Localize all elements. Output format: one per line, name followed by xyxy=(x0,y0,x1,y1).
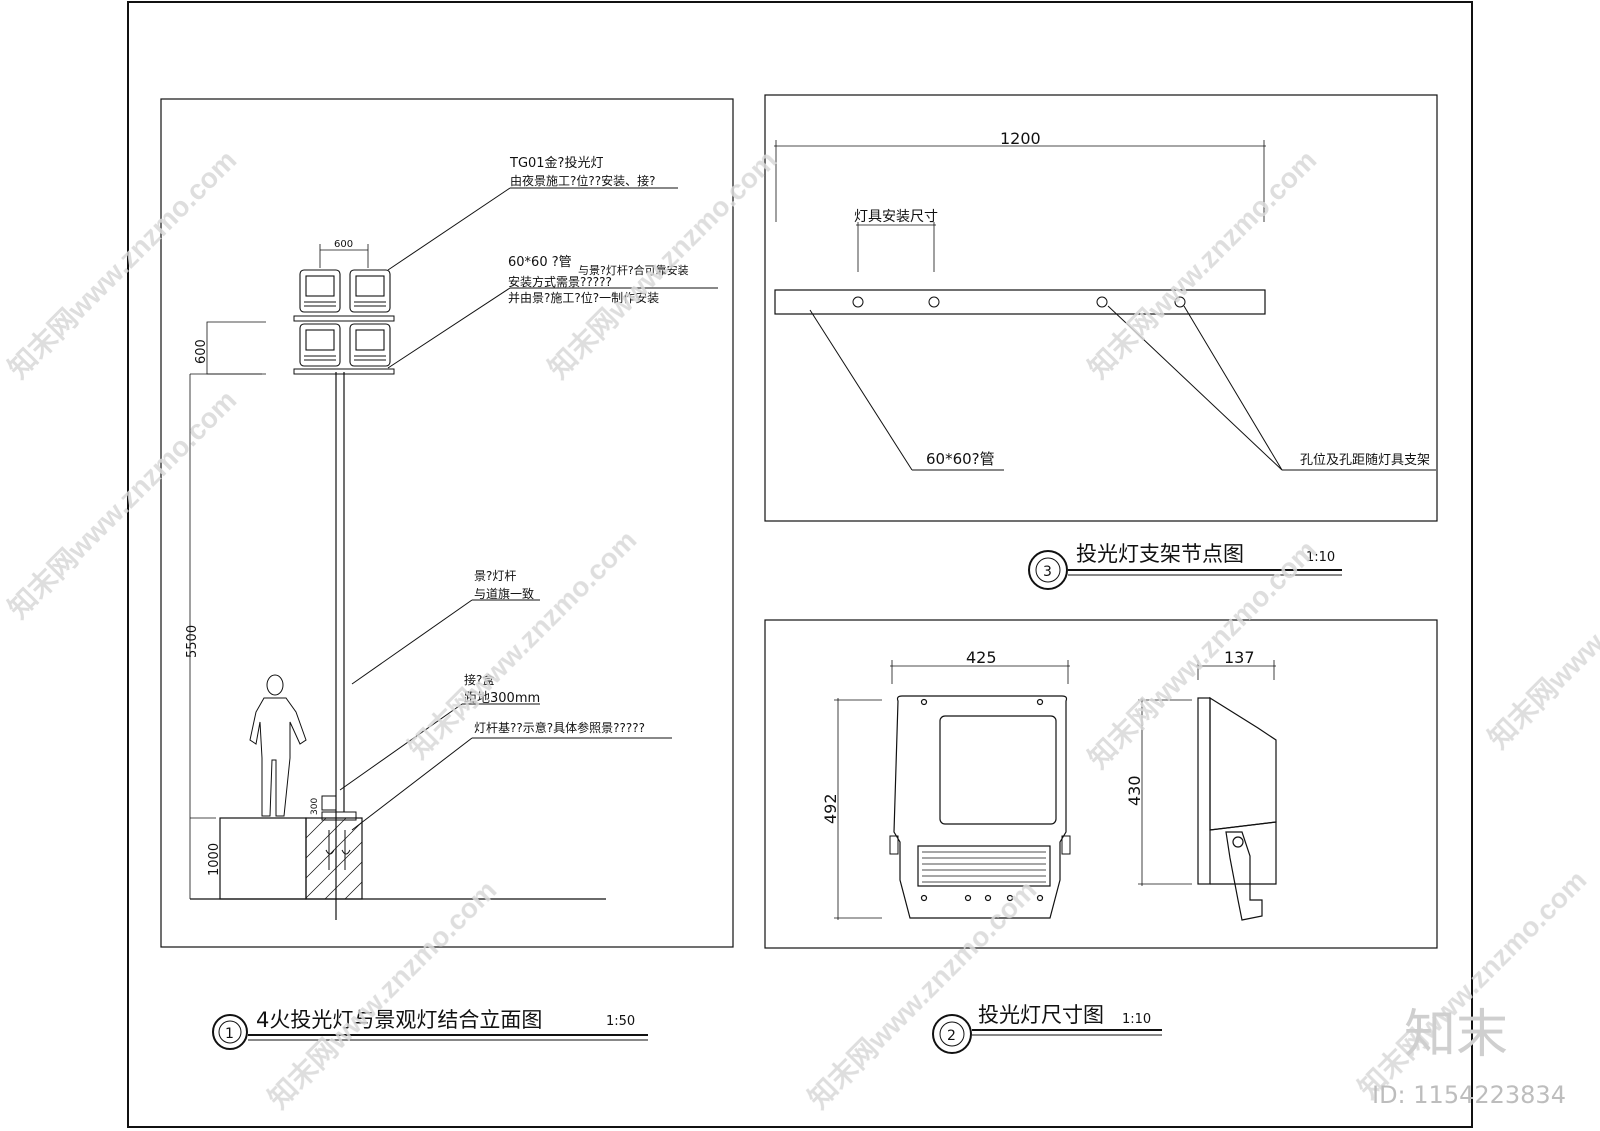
label-holes: 孔位及孔距随灯具支架 xyxy=(1300,453,1430,468)
dim-5500: 5500 xyxy=(185,625,200,658)
panel-3-title: 投光灯支架节点图 xyxy=(1076,542,1244,566)
panel-2-number: 2 xyxy=(947,1028,956,1044)
dim-425: 425 xyxy=(966,648,997,667)
panel-3-scale: 1:10 xyxy=(1306,550,1335,565)
panel-3-frame xyxy=(764,94,1438,522)
watermark-logo: 知末 xyxy=(1404,1005,1508,1065)
panel-1-frame xyxy=(160,98,734,948)
note-fixture-1: TG01金?投光灯 xyxy=(509,155,603,171)
note-box-1: 接?盒 xyxy=(464,672,494,687)
panel-2-title: 投光灯尺寸图 xyxy=(978,1003,1104,1027)
panel-2-floodlight-dimensions: 425 492 137 430 xyxy=(764,619,1438,1054)
human-figure xyxy=(249,674,307,817)
panel-3-bracket-node: 1200 灯具安装尺寸 60*60?管 孔位及孔距随灯具支架 xyxy=(764,94,1438,590)
watermark-layer: 知末网www.znzmo.com 知末网www.znzmo.com 知末网www… xyxy=(2,143,1600,1114)
note-fixture-2: 由夜景施工?位??安装、接? xyxy=(510,173,655,188)
sheet-border xyxy=(127,1,1473,1128)
note-pole-1: 景?灯杆 xyxy=(474,569,516,583)
dim-1000: 1000 xyxy=(207,843,222,876)
panel-2-frame xyxy=(764,619,1438,949)
panel-2-scale: 1:10 xyxy=(1122,1012,1151,1027)
watermark-text: 知末网www.znzmo.com xyxy=(262,873,503,1114)
dim-430: 430 xyxy=(1125,775,1144,806)
note-base: 灯杆基??示意?具体参照景????? xyxy=(474,720,645,735)
watermark-text: 知末网www.znzmo.com xyxy=(1082,143,1323,384)
note-pipe-2: 安装方式需景????? xyxy=(508,274,612,289)
watermark-id: ID: 1154223834 xyxy=(1372,1081,1566,1109)
dim-300: 300 xyxy=(310,798,320,815)
panel-3-number: 3 xyxy=(1043,564,1052,580)
panel-1-elevation: 600 600 5500 1000 300 xyxy=(160,98,734,1050)
dim-492: 492 xyxy=(821,793,840,824)
note-box-2: 距地300mm xyxy=(464,691,540,706)
dim-600: 600 xyxy=(194,339,209,364)
note-pipe-1: 60*60 ?管 xyxy=(508,255,572,270)
panel-1-number: 1 xyxy=(225,1026,234,1042)
label-install-size: 灯具安装尺寸 xyxy=(854,209,938,225)
dim-137: 137 xyxy=(1224,648,1255,667)
dim-top-600: 600 xyxy=(334,239,353,250)
note-pipe-1b: 与景?灯杆?合可靠安装 xyxy=(578,263,689,277)
watermark-text: 知末网www.znzmo.com xyxy=(1482,513,1600,754)
panel-1-title: 4火投光灯与景观灯结合立面图 xyxy=(256,1008,542,1032)
panel-1-scale: 1:50 xyxy=(606,1014,635,1029)
watermark-text: 知末网www.znzmo.com xyxy=(2,383,243,624)
note-pole-2: 与道旗一致 xyxy=(474,586,534,601)
dim-1200: 1200 xyxy=(1000,129,1041,148)
label-pipe: 60*60?管 xyxy=(926,450,995,468)
note-pipe-3: 并由景?施工?位?一制作安装 xyxy=(508,290,659,305)
